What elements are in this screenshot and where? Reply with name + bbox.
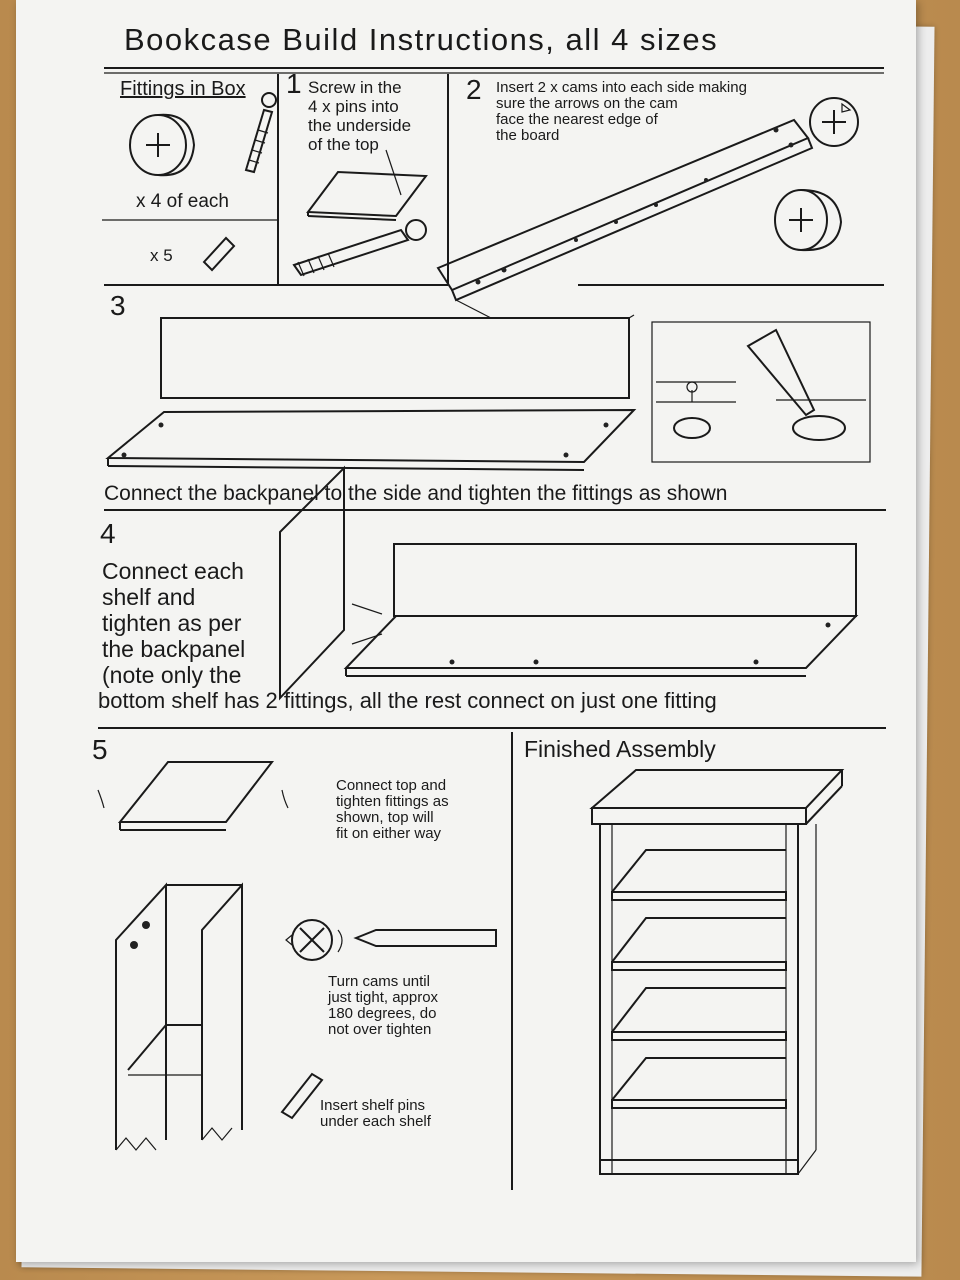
step3-detail-box <box>651 321 871 463</box>
pin-quantity: x 5 <box>150 246 173 265</box>
step2-side-board <box>436 118 814 319</box>
step3-backpanel <box>105 314 637 471</box>
step5-top-board <box>97 761 289 831</box>
step5-carcass <box>115 882 243 1151</box>
step-4-text: Connect each shelf and tighten as per th… <box>102 558 246 688</box>
screwdriver-icon <box>746 328 866 441</box>
fittings-heading: Fittings in Box <box>120 78 246 100</box>
step-5-number: 5 <box>92 734 108 765</box>
instruction-sheet: Bookcase Build Instructions, all 4 sizes… <box>16 0 916 1262</box>
shelf-pin-note: Insert shelf pins under each shelf <box>320 1097 431 1130</box>
step1-top-board <box>306 149 428 221</box>
step-2-number: 2 <box>466 74 482 105</box>
shelf-pin-icon <box>280 1072 324 1120</box>
step1-pin-icon <box>292 219 427 277</box>
step-4-text-continued: bottom shelf has 2 fittings, all the res… <box>98 688 717 713</box>
step-4-number: 4 <box>100 518 116 549</box>
step-2-text: Insert 2 x cams into each side making su… <box>496 79 747 144</box>
line-art <box>97 67 886 1190</box>
document-title: Bookcase Build Instructions, all 4 sizes <box>124 22 719 57</box>
screw-side-icon <box>353 929 497 947</box>
cam-turn-note: Turn cams until just tight, approx 180 d… <box>328 973 439 1038</box>
cam-turn-icon <box>285 919 343 961</box>
finished-bookcase <box>589 769 845 1175</box>
pin-screw-icon <box>244 92 277 174</box>
step-3-number: 3 <box>110 290 126 321</box>
cam-arrow-detail-icon <box>809 97 859 147</box>
step-1-text: Screw in the 4 x pins into the underside… <box>308 78 412 154</box>
step2-cam-icon <box>774 189 843 252</box>
step-5-text: Connect top and tighten fittings as show… <box>336 777 449 842</box>
step4-side-panel <box>279 465 345 701</box>
step4-shelf <box>343 543 859 677</box>
cam-quantity: x 4 of each <box>136 191 229 212</box>
dowel-icon <box>202 236 236 272</box>
step-3-text: Connect the backpanel to the side and ti… <box>104 482 728 505</box>
cam-fitting-icon <box>129 113 196 177</box>
finished-assembly-heading: Finished Assembly <box>524 736 716 762</box>
step-1-number: 1 <box>286 68 302 99</box>
